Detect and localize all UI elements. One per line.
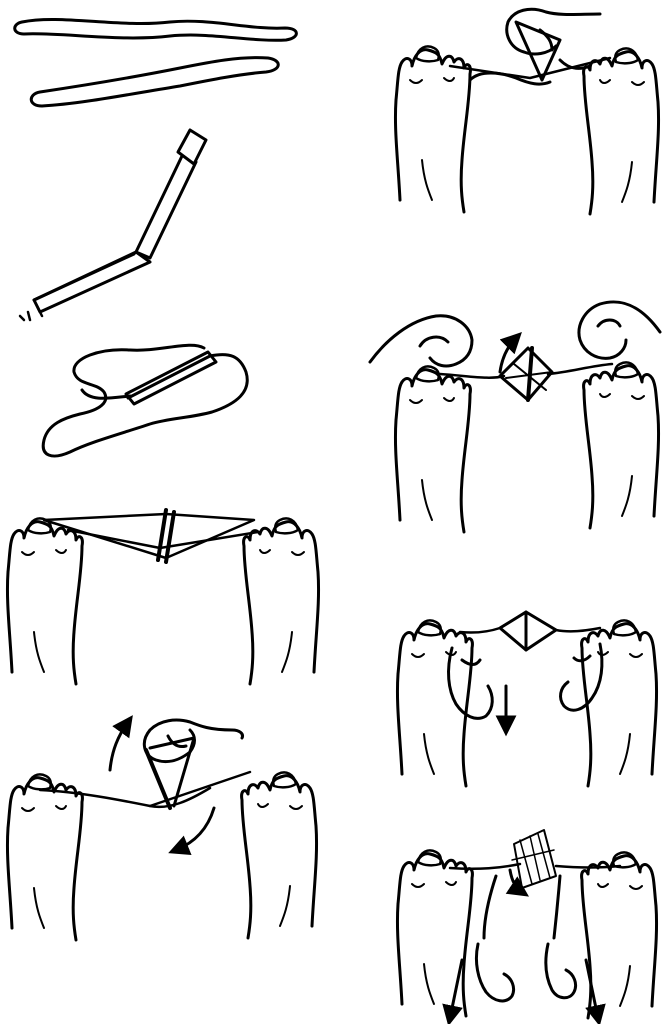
step-6-hand-turn — [395, 9, 658, 214]
step-3-string-through-stick — [43, 345, 247, 456]
step-4-feet-tension — [7, 510, 318, 684]
step-5-hand-rotate — [7, 720, 316, 940]
step-9-spinning-release — [397, 830, 656, 1018]
step-1-string-loops — [15, 19, 297, 106]
step-7-two-hand-twist — [370, 302, 660, 532]
step-2-split-stick — [20, 130, 206, 320]
step-8-hands-pull — [397, 612, 656, 786]
